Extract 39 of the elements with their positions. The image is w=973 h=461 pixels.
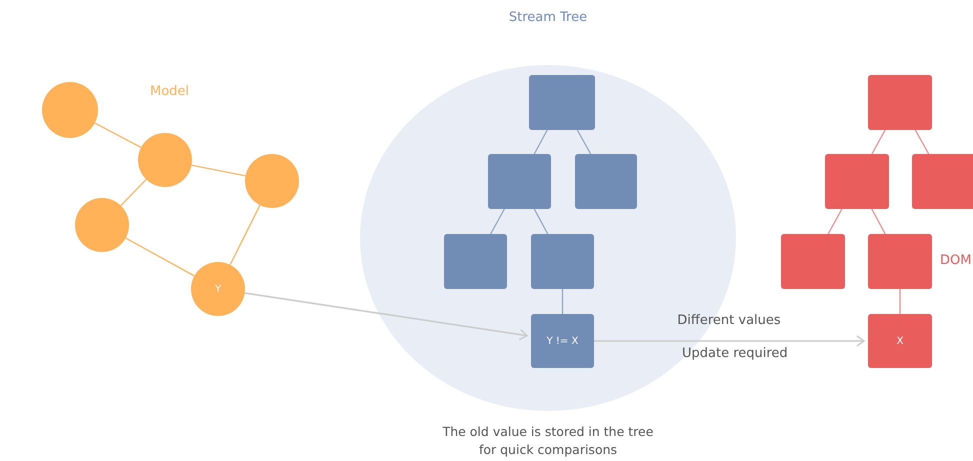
connector-line: [562, 289, 564, 314]
connector-line: [94, 122, 142, 148]
connector-line: [120, 178, 147, 206]
node-label: The old value is stored in the tree for quick comparisons: [442, 423, 654, 459]
connector-line: [871, 130, 886, 154]
connector-line: [534, 208, 548, 234]
model-circle: [245, 154, 299, 208]
arrow: [244, 292, 528, 340]
group-label: Model: [150, 84, 190, 99]
connector-line: [576, 130, 592, 154]
connector-line: [534, 130, 548, 154]
model-circle: Y: [191, 262, 245, 316]
tree-node-box: Y != X: [531, 314, 594, 368]
tree-node-box: [575, 154, 637, 209]
tree-node-box: [444, 234, 507, 289]
dom-node-box: X: [868, 314, 932, 368]
edge-label: Different values: [676, 313, 782, 328]
arrow: [594, 335, 865, 347]
dom-node-box: [825, 154, 889, 209]
tree-node-box: [531, 234, 594, 289]
tree-title: Stream Tree: [508, 10, 588, 25]
connector-line: [230, 204, 260, 266]
connector-line: [191, 164, 246, 176]
tree-node-box: [488, 154, 551, 209]
connector-line: [490, 208, 505, 234]
model-circle: [138, 133, 192, 187]
tree-node-box: [529, 75, 595, 130]
node-label: DOM: [940, 252, 972, 268]
connector-line: [125, 238, 195, 276]
dom-node-box: [781, 234, 845, 289]
model-circle: [75, 198, 129, 252]
connector-line: [899, 289, 901, 314]
note: Update required: [682, 346, 788, 361]
connector-line: [828, 208, 842, 234]
dom-node-box: [912, 154, 973, 209]
dom-node-box: [868, 75, 932, 130]
connector-line: [914, 130, 930, 154]
dom-node-box: [868, 234, 932, 289]
connector-line: [871, 208, 886, 234]
